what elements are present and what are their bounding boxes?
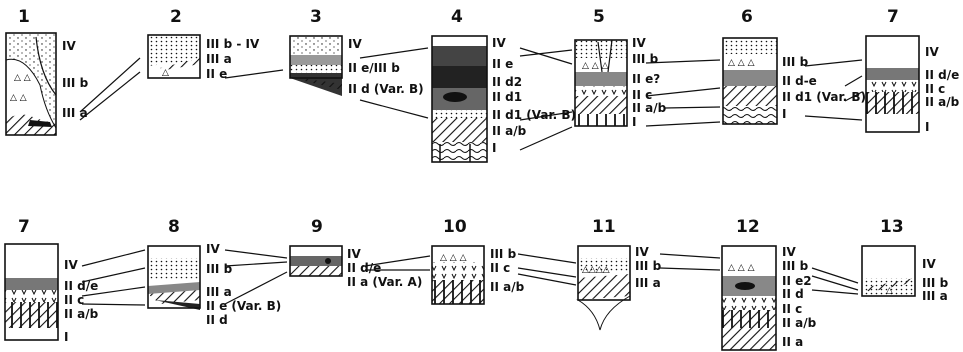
profile-number: 13 <box>880 217 904 237</box>
svg-text:△ △ △: △ △ △ <box>582 61 609 71</box>
profile-5: 5 △ △ △ IV III b II e? II c II a/b I <box>575 7 667 129</box>
horizon-label: II a/b <box>925 95 960 109</box>
svg-text:△△△△: △△△△ <box>582 265 610 275</box>
horizon-label: III b - IV <box>206 37 260 51</box>
profile-number: 5 <box>593 7 605 27</box>
horizon-label: II e <box>206 67 227 81</box>
profile-11: 11 △△△△ IV III b III a <box>578 217 662 330</box>
horizon-label: II d1 <box>492 90 522 104</box>
profile-1: 1 △ △ △ △ IV III b III a <box>6 7 89 135</box>
horizon-label: I <box>782 107 786 121</box>
horizon-label: IV <box>64 258 78 272</box>
horizon-label: III b <box>922 276 949 290</box>
profile-number: 6 <box>741 7 753 27</box>
horizon-label: II d-e <box>782 74 817 88</box>
horizon-label: II e (Var. B) <box>206 299 281 313</box>
horizon-label: IV <box>782 245 796 259</box>
svg-text:△ △: △ △ <box>14 73 31 83</box>
horizon-label: IV <box>632 36 646 50</box>
profile-7-bottom: 7 IV II d/e II c II a/b I <box>5 217 99 344</box>
horizon-label: II a/b <box>632 101 667 115</box>
horizon-label: III b <box>635 259 662 273</box>
profile-10: 10 △ △ △ III b II c II a/b <box>432 217 525 304</box>
svg-text:△: △ <box>162 68 169 78</box>
profile-9: 9 IV II d/e II a (Var. A) <box>290 217 422 289</box>
profile-6: 6 △ △ △ III b II d-e II d1 (Var. B) I <box>723 7 866 124</box>
horizon-label: IV <box>492 36 506 50</box>
profile-8: 8 IV III b III a II e (Var. B) II d <box>148 217 281 327</box>
svg-text:△ △ △: △ △ △ <box>728 263 755 273</box>
horizon-label: II e2 <box>782 274 812 288</box>
horizon-label: I <box>925 120 929 134</box>
horizon-label: IV <box>62 39 76 53</box>
svg-text:△: △ <box>886 286 893 296</box>
horizon-label: III b <box>62 76 89 90</box>
profile-number: 9 <box>311 217 323 237</box>
horizon-label: IV <box>925 45 939 59</box>
horizon-label: II c <box>64 293 84 307</box>
horizon-label: II c <box>925 82 945 96</box>
horizon-label: II a <box>782 335 803 349</box>
svg-text:△ △ △: △ △ △ <box>440 253 467 263</box>
horizon-label: II a/b <box>490 280 525 294</box>
profile-number: 4 <box>451 7 463 27</box>
horizon-label: III a <box>206 52 232 66</box>
profile-12: 12 △ △ △ IV III b II e2 II d II c II a/b… <box>722 217 817 350</box>
profile-number: 2 <box>170 7 182 27</box>
profile-number: 12 <box>736 217 760 237</box>
horizon-label: III b <box>782 259 809 273</box>
horizon-label: II e? <box>632 72 660 86</box>
horizon-label: II d/e <box>64 279 98 293</box>
horizon-label: III a <box>922 289 948 303</box>
horizon-label: IV <box>635 245 649 259</box>
horizon-label: IV <box>922 257 936 271</box>
horizon-label: II d <box>206 313 228 327</box>
horizon-label: II a/b <box>782 316 817 330</box>
horizon-label: IV <box>206 242 220 256</box>
horizon-label: I <box>64 330 68 344</box>
profile-number: 7 <box>18 217 30 237</box>
svg-text:△ △ △: △ △ △ <box>728 58 755 68</box>
horizon-label: II a (Var. A) <box>347 275 422 289</box>
profile-4: 4 IV II e II d2 II d1 II d1 (Var. B) II … <box>432 7 576 162</box>
horizon-label: II d <box>782 287 804 301</box>
profile-7-top: 7 IV II d/e II c II a/b I <box>866 7 960 134</box>
horizon-label: I <box>492 141 496 155</box>
profile-number: 1 <box>18 7 30 27</box>
svg-text:△ △: △ △ <box>10 93 27 103</box>
horizon-label: III b <box>782 55 809 69</box>
profile-2: 2 △ III b - IV III a II e <box>148 7 260 81</box>
profile-number: 8 <box>168 217 180 237</box>
horizon-label: II a/b <box>492 124 527 138</box>
horizon-label: III a <box>206 285 232 299</box>
horizon-label: II d/e <box>925 68 959 82</box>
horizon-label: II d/e <box>347 261 381 275</box>
horizon-label: II a/b <box>64 307 99 321</box>
horizon-label: III b <box>206 262 233 276</box>
profile-number: 3 <box>310 7 322 27</box>
horizon-label: III b <box>490 247 517 261</box>
horizon-label: III b <box>632 52 659 66</box>
horizon-label: II c <box>490 261 510 275</box>
horizon-label: II e/III b <box>348 61 400 75</box>
horizon-label: IV <box>348 37 362 51</box>
horizon-label: II d (Var. B) <box>348 82 424 96</box>
horizon-label: II d2 <box>492 75 522 89</box>
profile-number: 11 <box>592 217 616 237</box>
horizon-label: II d1 (Var. B) <box>492 108 576 122</box>
horizon-label: III a <box>635 276 661 290</box>
profile-13: 13 △ IV III b III a <box>862 217 949 303</box>
horizon-label: II c <box>632 88 652 102</box>
horizon-label: II c <box>782 302 802 316</box>
horizon-label: I <box>632 115 636 129</box>
horizon-label: IV <box>347 247 361 261</box>
horizon-label: II e <box>492 57 513 71</box>
profile-number: 10 <box>443 217 467 237</box>
profile-number: 7 <box>887 7 899 27</box>
